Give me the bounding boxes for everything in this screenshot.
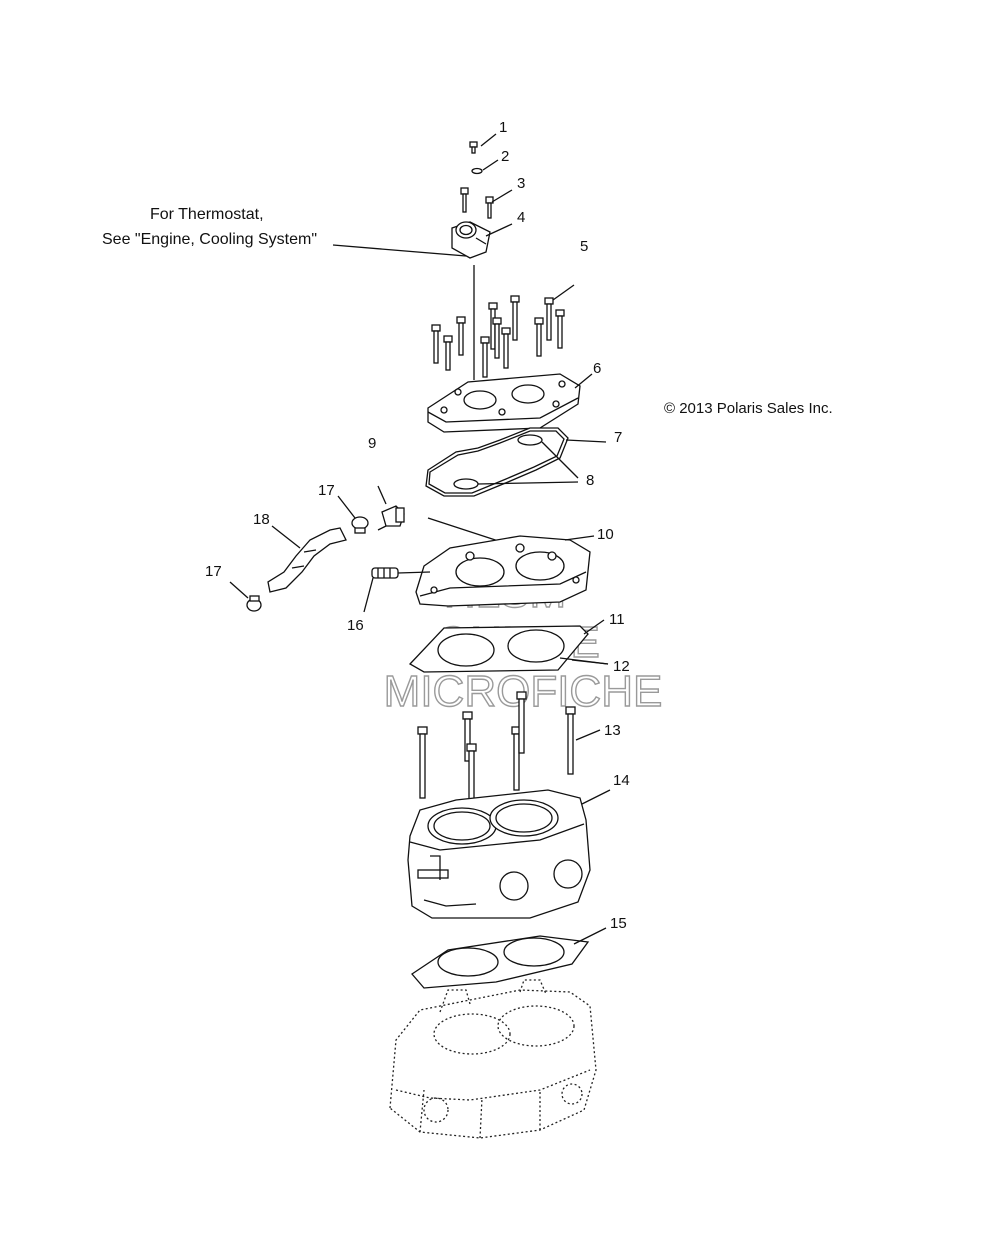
- part-4-thermostat-housing: [451, 221, 491, 259]
- part-2-washer: [471, 167, 483, 175]
- copyright-notice: © 2013 Polaris Sales Inc.: [664, 400, 833, 417]
- callout-numbers: 1 2 3 4 5 6 7 8 9 10 11 12 13 14 15 16 1…: [205, 119, 630, 932]
- callout-10: 10: [597, 526, 614, 543]
- callout-7: 7: [614, 429, 622, 446]
- part-11-head-gasket: [408, 625, 589, 673]
- thermostat-leader: [332, 244, 467, 257]
- leader-lines: [229, 133, 611, 945]
- callout-11: 11: [609, 611, 625, 628]
- callout-14: 14: [613, 772, 630, 789]
- callout-2: 2: [501, 148, 509, 165]
- thermostat-note-line2: See "Engine, Cooling System": [102, 231, 318, 248]
- part-3-bolts: [460, 187, 494, 219]
- part-17-clamp-lower: [246, 595, 262, 612]
- part-16-axis: [397, 571, 431, 574]
- part-13-cylinder-bolts: [417, 691, 576, 810]
- callout-9: 9: [368, 435, 376, 452]
- part-9-elbow-fitting: [377, 505, 405, 531]
- callout-15: 15: [610, 915, 627, 932]
- callout-1: 1: [499, 119, 507, 136]
- part-5-head-bolts: [431, 295, 565, 378]
- crankcase-reference: [389, 979, 597, 1139]
- callout-6: 6: [593, 360, 601, 377]
- callout-12: 12: [613, 658, 630, 675]
- callout-17-lower: 17: [205, 563, 222, 580]
- callout-16: 16: [347, 617, 364, 634]
- callout-13: 13: [604, 722, 621, 739]
- part-17-clamp-upper: [351, 516, 369, 534]
- callout-17-upper: 17: [318, 482, 335, 499]
- part-14-cylinder: [407, 789, 591, 919]
- callout-4: 4: [517, 209, 525, 226]
- thermostat-note-line1: For Thermostat,: [150, 206, 264, 223]
- part-1-screw: [469, 141, 478, 154]
- part-6-head-cover: [427, 373, 581, 433]
- part-16-fitting: [371, 567, 399, 579]
- callout-5: 5: [580, 238, 588, 255]
- part-10-cylinder-head: [415, 535, 591, 607]
- callout-8: 8: [586, 472, 594, 489]
- part-18-hose: [267, 527, 347, 593]
- callout-18: 18: [253, 511, 270, 528]
- callout-3: 3: [517, 175, 525, 192]
